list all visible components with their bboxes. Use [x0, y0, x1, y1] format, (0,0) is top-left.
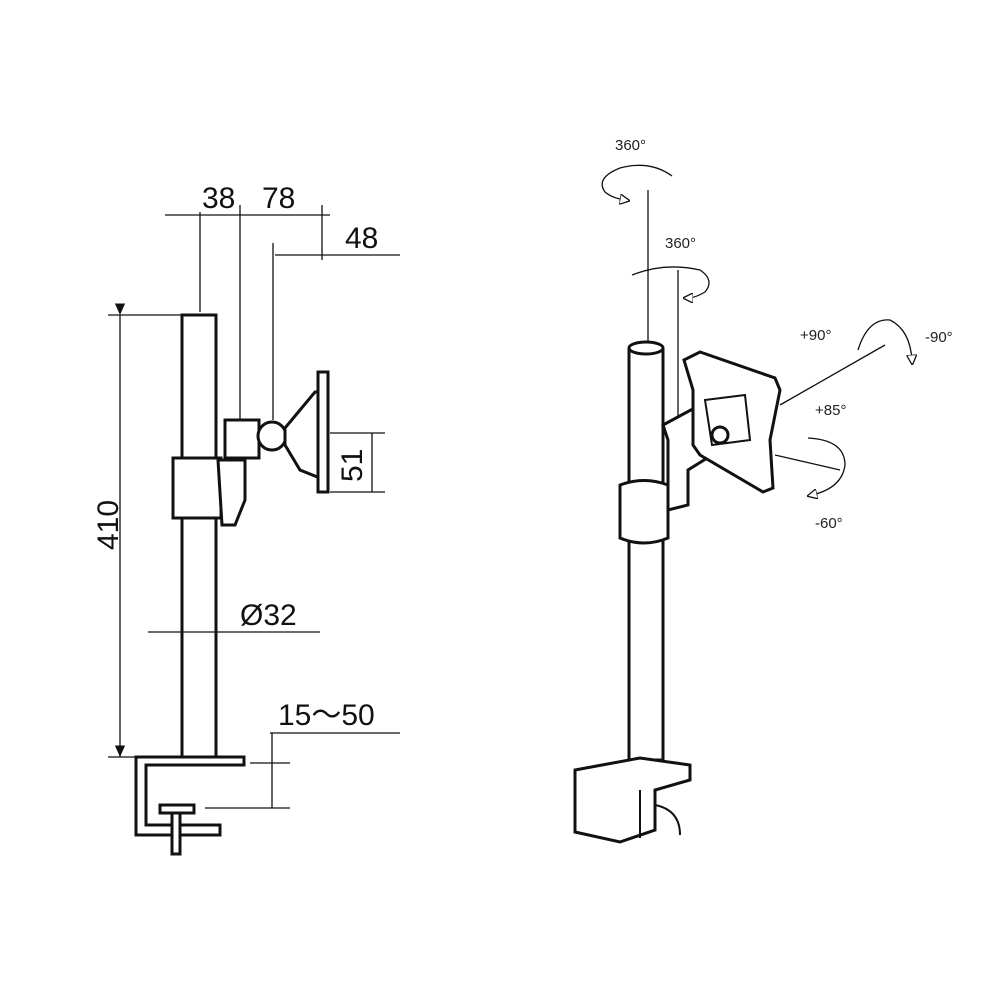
- head-bracket: [283, 390, 322, 481]
- clamp-3d: [573, 756, 692, 844]
- arm-swivel-arrow: [631, 266, 710, 298]
- pole-3d: [627, 348, 665, 762]
- label-pole-swivel: 360°: [615, 137, 646, 154]
- dim-head-offset: 78: [262, 182, 295, 215]
- dim-plate-height: 51: [336, 449, 369, 482]
- dim-pole-diameter: Ø32: [240, 599, 297, 632]
- label-rotate-minus: -90°: [925, 329, 953, 346]
- perspective-drawing: 360° 360° +90° -90° +85° -60°: [573, 137, 953, 844]
- pole-swivel-arrow: [601, 164, 673, 200]
- label-arm-swivel: 360°: [665, 235, 696, 252]
- clamp-pad: [158, 803, 196, 815]
- dim-clamp-range: 15～50: [278, 699, 375, 732]
- label-tilt-up: +85°: [815, 402, 846, 419]
- collar: [171, 456, 223, 520]
- rotate-arrow: [857, 319, 912, 360]
- arm-joint: [223, 418, 261, 460]
- label-tilt-down: -60°: [815, 515, 843, 532]
- clamp-screw: [170, 810, 182, 856]
- dim-height: 410: [92, 500, 125, 550]
- arm-bracket: [216, 458, 247, 527]
- tilt-arrow: [808, 437, 846, 495]
- vesa-plate-3d: [682, 350, 782, 494]
- pole: [180, 313, 218, 760]
- collar-3d: [618, 479, 670, 545]
- vesa-plate: [316, 370, 330, 494]
- tilt-ball: [256, 420, 288, 452]
- dim-plate-depth: 48: [345, 222, 378, 255]
- desk-clamp: [134, 755, 246, 837]
- label-rotate-plus: +90°: [800, 327, 831, 344]
- side-view-drawing: 410 38 78 48 51 Ø32 15～50: [92, 182, 400, 856]
- dim-arm-offset: 38: [202, 182, 235, 215]
